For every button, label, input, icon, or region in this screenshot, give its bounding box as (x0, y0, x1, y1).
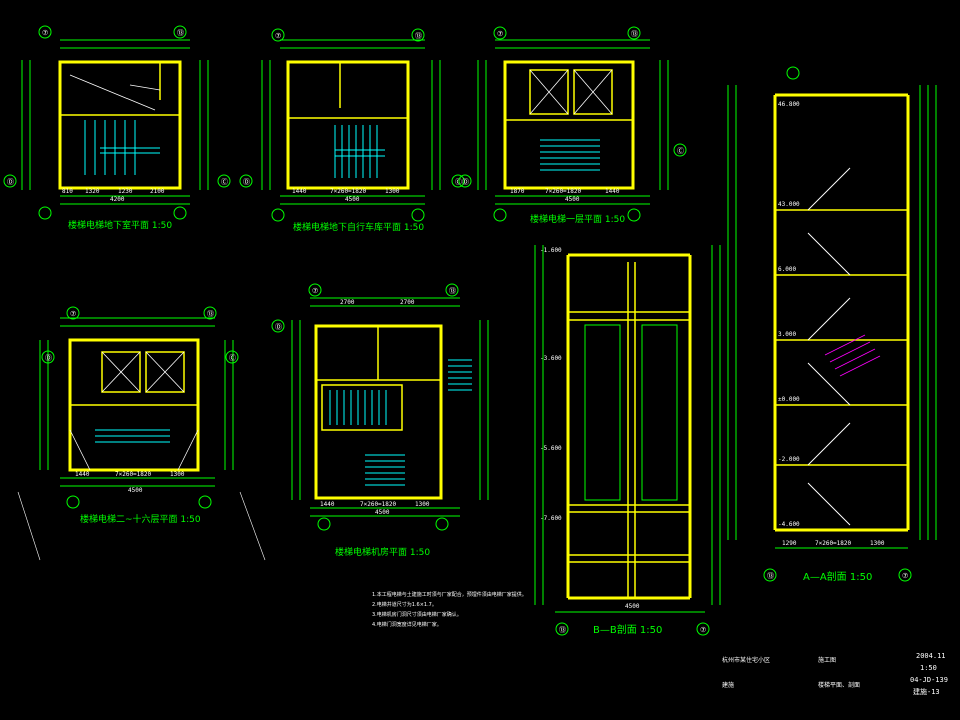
axis-bubble-label: Ⓓ (7, 178, 14, 186)
dim-label: 1230 (118, 188, 133, 195)
date: 2004.11 (916, 652, 946, 660)
level-label: 46.800 (778, 101, 800, 108)
axis-bubble-label: Ⓓ (243, 178, 250, 186)
axis-bubble-label: ⑬ (415, 32, 422, 40)
drawing-number: 04-JD-139 (910, 676, 948, 684)
dim-total: 4500 (625, 603, 640, 610)
dim-label: 1300 (870, 540, 885, 547)
level-label: -7.600 (540, 515, 562, 522)
dim-label: 1300 (415, 501, 430, 508)
dim-label: 1300 (385, 188, 400, 195)
dim-label: 2700 (340, 299, 355, 306)
note-line: 4.电梯门洞宽度详见电梯厂家。 (372, 621, 442, 628)
view-title: 楼梯电梯一层平面 1:50 (530, 213, 625, 225)
dim-label: 7×260=1820 (330, 188, 367, 195)
axis-bubble-label: Ⓒ (229, 354, 236, 362)
level-label: 3.000 (778, 331, 796, 338)
scale: 1:50 (920, 664, 937, 672)
plan-c-ground-floor: ⑦ ⑬ Ⓓ Ⓒ 1870 7×260=1820 1440 4500 楼梯电梯一层… (458, 26, 687, 225)
plan-e-machine-room: ⑦ ⑬ Ⓓ 2700 2700 1440 7×260=1820 1300 450… (271, 283, 489, 558)
dim-label: 1290 (782, 540, 797, 547)
axis-bubble-label: Ⓒ (221, 178, 228, 186)
axis-bubble-label: Ⓒ (677, 147, 684, 155)
stage: 施工图 (818, 656, 836, 664)
dim-label: 810 (62, 188, 73, 195)
level-label: -3.600 (540, 355, 562, 362)
section-bb: -1.600 -3.600 -5.600 -7.600 4500 ⑬ ⑦ B—B… (534, 245, 721, 636)
axis-bubble-label: ⑬ (767, 572, 774, 580)
note-line: 3.电梯机房门洞尺寸须由电梯厂家确认。 (372, 611, 462, 618)
axis-bubble-label: Ⓓ (275, 323, 282, 331)
axis-bubble-label: Ⓓ (462, 178, 469, 186)
dim-label: 1320 (85, 188, 100, 195)
axis-bubble-label: ⑦ (700, 626, 706, 634)
dim-total: 4500 (345, 196, 360, 203)
axis-bubble-label: ⑦ (42, 29, 48, 37)
level-label: -4.600 (778, 521, 800, 528)
dim-label: 1440 (292, 188, 307, 195)
dim-total: 4500 (565, 196, 580, 203)
dim-label: 1300 (170, 471, 185, 478)
title-block: 杭州市某住宅小区 建施 施工图 楼梯平面、剖面 2004.11 1:50 04-… (722, 652, 948, 696)
view-title: A—A剖面 1:50 (803, 570, 872, 583)
axis-bubble-label: ⑦ (312, 287, 318, 295)
note-line: 1.本工程电梯与土建施工时须与厂家配合，预埋件须由电梯厂家提供。 (372, 591, 527, 598)
dim-label: 7×260=1820 (115, 471, 152, 478)
dim-total: 4200 (110, 196, 125, 203)
level-label: 6.000 (778, 266, 796, 273)
plan-a-basement: ⑦ ⑬ Ⓓ Ⓒ 810 1320 1230 2100 4200 楼梯电梯地下室平… (3, 25, 231, 231)
discipline: 建施 (722, 681, 734, 689)
axis-bubble-label: Ⓒ (455, 178, 462, 186)
view-title: B—B剖面 1:50 (593, 623, 662, 636)
view-title: 楼梯电梯二~十六层平面 1:50 (80, 513, 201, 525)
dim-total: 4500 (128, 487, 143, 494)
view-title: 楼梯电梯地下自行车库平面 1:50 (293, 221, 424, 233)
view-title: 楼梯电梯地下室平面 1:50 (68, 219, 172, 231)
axis-bubble-label: ⑬ (449, 287, 456, 295)
dim-label: 1440 (75, 471, 90, 478)
axis-bubble-label: ⑬ (631, 30, 638, 38)
project-name: 杭州市某住宅小区 (722, 656, 770, 664)
level-label: ±0.000 (778, 396, 800, 403)
dim-label: 7×260=1820 (545, 188, 582, 195)
dim-label: 2700 (400, 299, 415, 306)
dim-label: 2100 (150, 188, 165, 195)
section-aa: ⑬ ⑦ 46.800 43.000 6.000 3.000 ±0.000 -2.… (727, 66, 937, 583)
dim-label: 1870 (510, 188, 525, 195)
level-label: 43.000 (778, 201, 800, 208)
drawing-name: 楼梯平面、剖面 (818, 681, 860, 689)
level-label: -2.000 (778, 456, 800, 463)
dim-label: 1440 (320, 501, 335, 508)
axis-bubble-label: Ⓓ (45, 354, 52, 362)
axis-bubble-label: ⑦ (275, 32, 281, 40)
view-title: 楼梯电梯机房平面 1:50 (335, 546, 430, 558)
axis-bubble-label: ⑬ (207, 310, 214, 318)
axis-bubble-label: ⑬ (559, 626, 566, 634)
plan-d-typical-floor: ⑦ ⑬ Ⓓ Ⓒ 1440 7×260=1820 1300 4500 楼梯电梯二~… (17, 306, 266, 561)
sheet-number: 建施-13 (913, 687, 940, 696)
level-label: -5.600 (540, 445, 562, 452)
axis-bubble-label: ⑦ (497, 30, 503, 38)
dim-total: 4500 (375, 509, 390, 516)
note-line: 2.电梯井道尺寸为1.6×1.7。 (372, 601, 437, 608)
plan-b-garage: ⑦ ⑬ Ⓓ Ⓒ 1440 7×260=1820 1300 4500 楼梯电梯地下… (239, 28, 465, 233)
axis-bubble-label: ⑦ (70, 310, 76, 318)
dim-label: 7×260=1820 (815, 540, 852, 547)
dim-label: 7×260=1820 (360, 501, 397, 508)
level-label: -1.600 (540, 247, 562, 254)
axis-bubble-label: ⑦ (902, 572, 908, 580)
axis-bubble-label: ⑬ (177, 29, 184, 37)
general-notes: 1.本工程电梯与土建施工时须与厂家配合，预埋件须由电梯厂家提供。 2.电梯井道尺… (372, 591, 527, 628)
dim-label: 1440 (605, 188, 620, 195)
